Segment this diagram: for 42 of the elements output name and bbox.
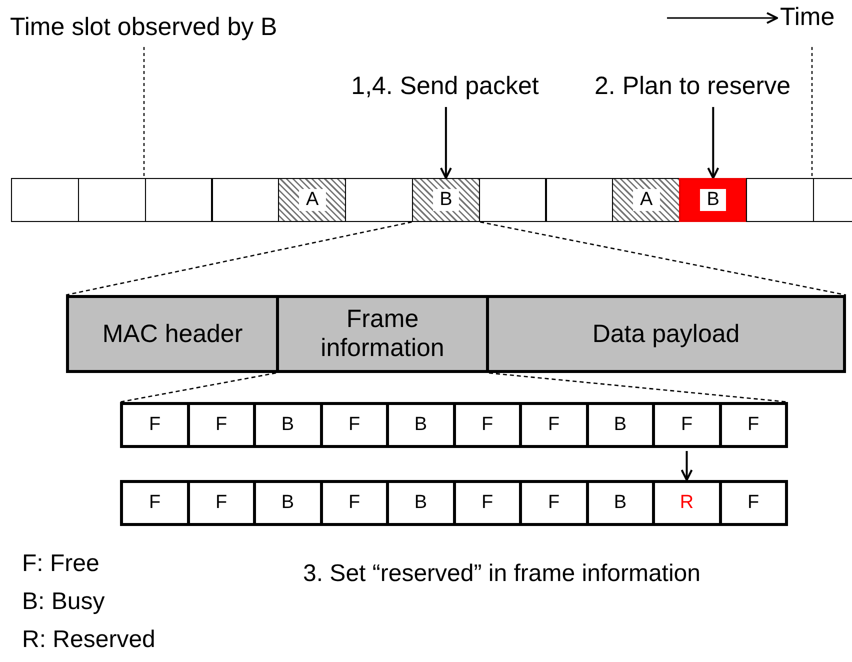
expansion-line <box>488 372 788 403</box>
frame-field: Frame information <box>276 295 489 373</box>
time-slot <box>746 178 814 222</box>
slot-state-cell: B <box>253 402 322 448</box>
slot-state-cell: B <box>386 480 456 526</box>
step-label: 2. Plan to reserve <box>575 68 810 104</box>
occupied-time-slot <box>412 178 480 222</box>
slot-label: B <box>700 188 726 212</box>
slot-state-cell: F <box>519 480 588 526</box>
slot-label: A <box>632 188 660 212</box>
slot-state-cell: B <box>386 402 456 448</box>
legend-text: B: Busy <box>22 589 105 616</box>
occupied-time-slot <box>679 178 748 222</box>
slot-state-cell: B <box>253 480 322 526</box>
expansion-line <box>66 221 412 296</box>
time-slot <box>11 178 80 222</box>
slot-state-cell: F <box>652 402 722 448</box>
legend-text: F: Free <box>22 551 100 578</box>
arrow <box>707 107 720 179</box>
time-slot <box>144 178 213 222</box>
slot-state-cell: F <box>120 402 190 448</box>
time-slot <box>78 178 146 222</box>
expansion-line <box>480 221 846 296</box>
legend-text: R: Reserved <box>22 627 156 654</box>
arrow <box>680 451 693 481</box>
slot-caption: Time slot observed by B <box>10 14 278 42</box>
time-slot <box>812 178 852 222</box>
step-label: 3. Set “reserved” in frame information <box>303 561 700 588</box>
slot-label: A <box>298 188 326 212</box>
frame-field: MAC header <box>66 295 279 373</box>
slot-state-cell: F <box>120 480 190 526</box>
step-label: 1,4. Send packet <box>330 68 560 104</box>
slot-label: B <box>432 188 460 212</box>
arrow <box>440 107 452 179</box>
slot-state-cell: R <box>652 480 722 526</box>
occupied-time-slot <box>612 178 680 222</box>
expansion-line <box>120 372 276 403</box>
slot-state-cell: F <box>519 402 588 448</box>
frame-field: Data payload <box>486 295 846 373</box>
occupied-time-slot <box>278 178 346 222</box>
axis-label: Time <box>780 4 835 32</box>
time-slot <box>478 178 547 222</box>
